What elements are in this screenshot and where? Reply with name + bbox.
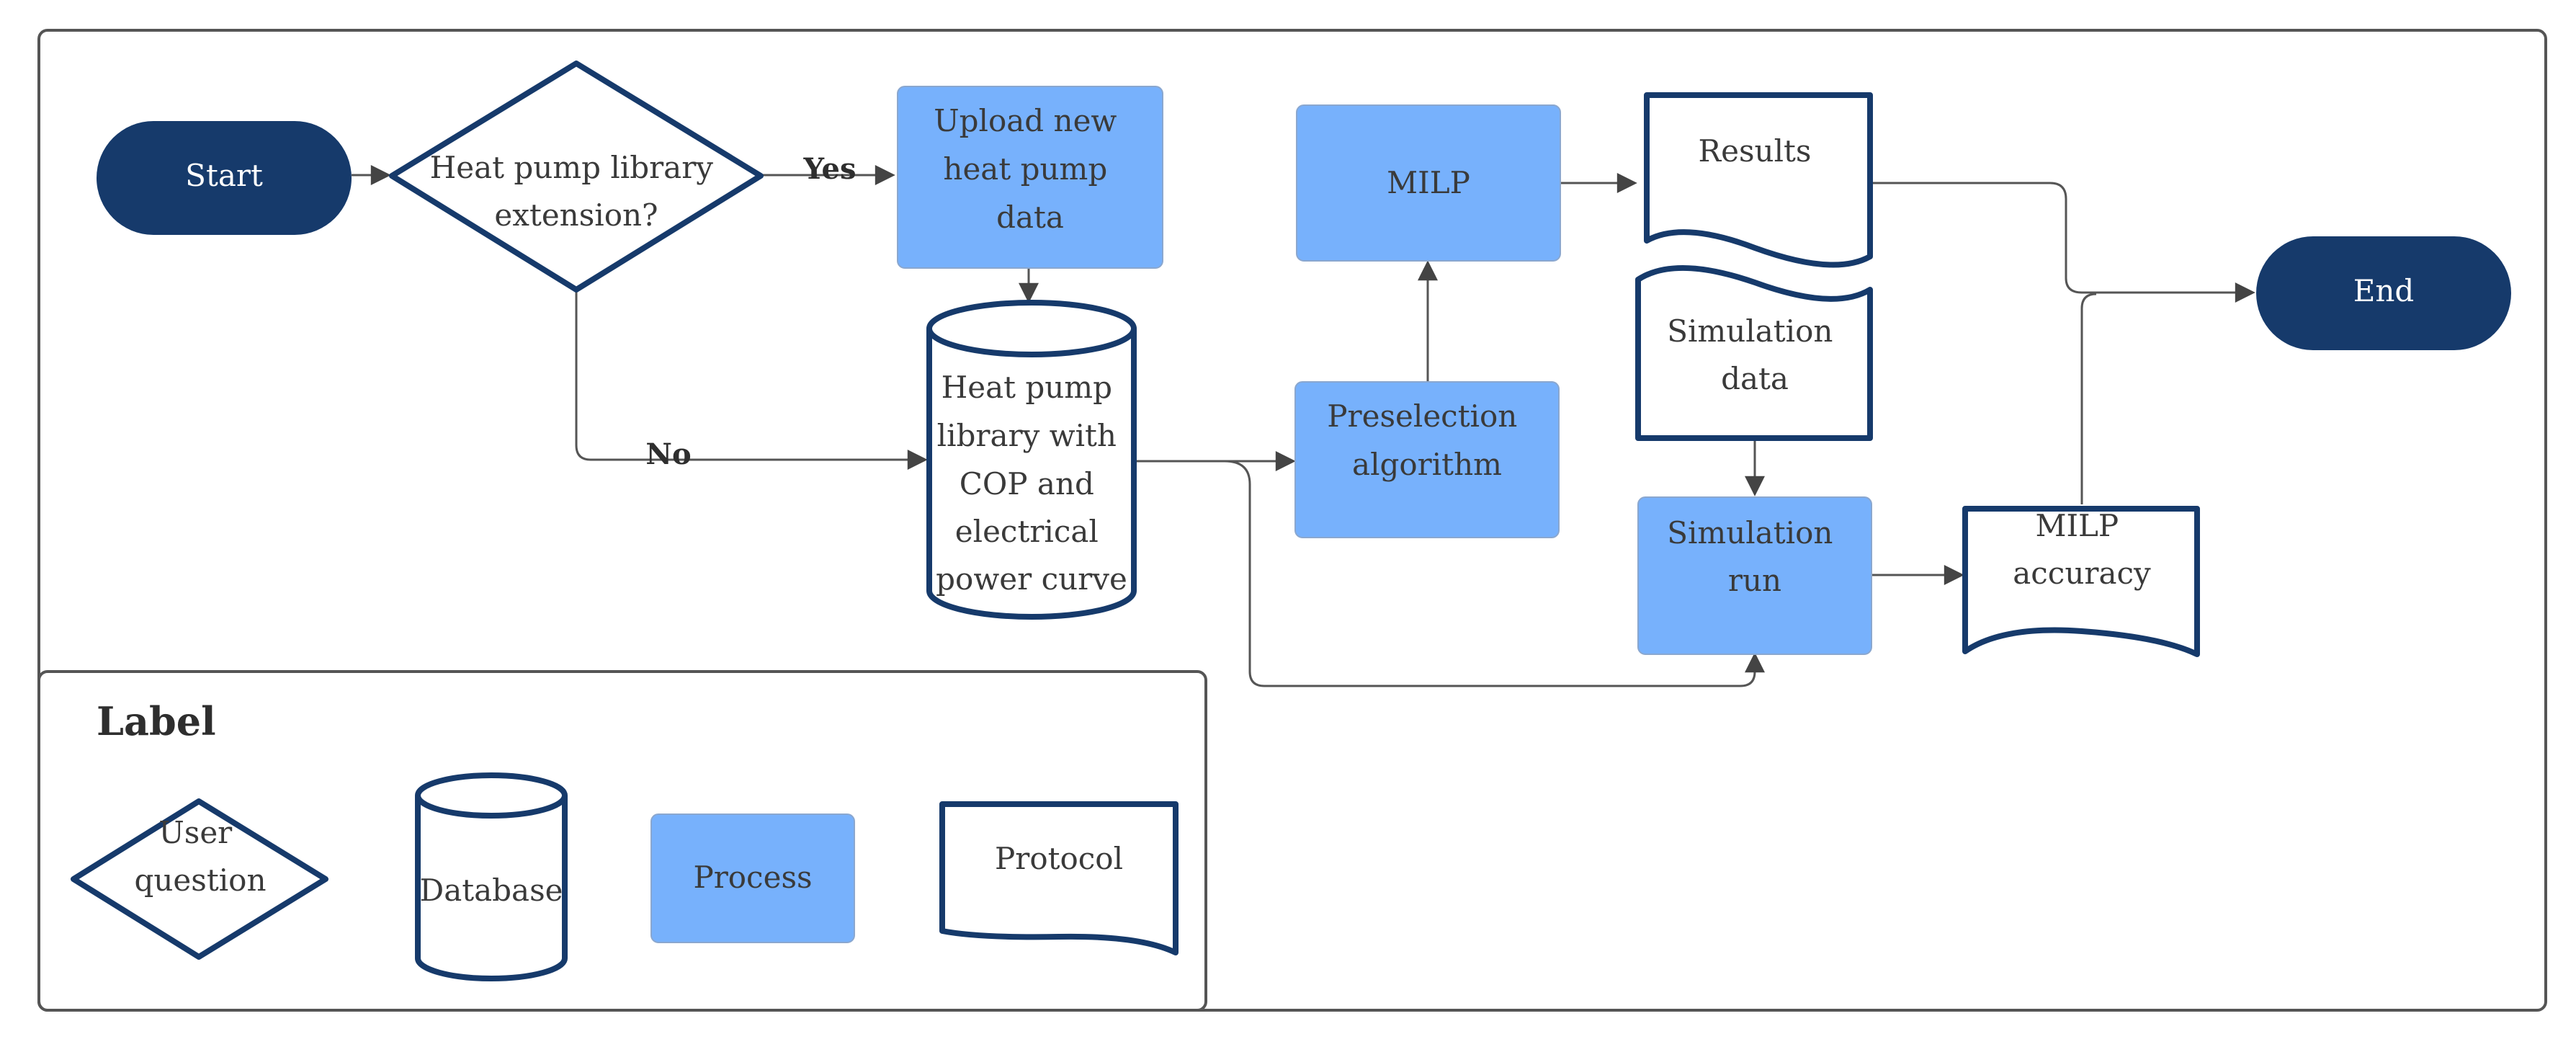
legend-user-question-label: User question xyxy=(135,815,267,898)
legend-process: Process xyxy=(650,813,855,943)
milp-process: MILP xyxy=(1296,104,1561,262)
connector-accuracy-to-end xyxy=(2080,293,2097,504)
simulation-data-label: Simulation data xyxy=(1667,313,1843,396)
milp-accuracy-document: MILP accuracy xyxy=(1962,506,2200,657)
legend-database: Database xyxy=(415,772,568,981)
connector-results-to-end xyxy=(1871,182,2255,303)
no-label: No xyxy=(645,437,691,471)
diagram-frame xyxy=(37,29,2547,1012)
results-label: Results xyxy=(1699,133,1812,169)
legend-frame xyxy=(37,670,1207,1012)
yes-label: Yes xyxy=(802,152,856,186)
end-label: End xyxy=(2353,273,2415,308)
decision-diamond: Heat pump library extension? xyxy=(389,61,764,293)
milp-label: MILP xyxy=(1387,165,1470,200)
decision-label: Heat pump library extension? xyxy=(430,150,723,233)
legend-database-label: Database xyxy=(420,873,563,908)
upload-process: Upload new heat pump data xyxy=(897,86,1163,269)
milp-accuracy-label: MILP accuracy xyxy=(2013,508,2151,591)
end-terminal: End xyxy=(2256,236,2511,350)
library-database: Heat pump library with COP and electrica… xyxy=(926,300,1137,620)
preselection-process: Preselection algorithm xyxy=(1294,381,1560,538)
results-document: Results xyxy=(1644,92,1873,268)
legend-user-question: User question xyxy=(71,798,328,960)
connector-decision-no xyxy=(575,290,928,470)
legend-protocol-label: Protocol xyxy=(995,841,1123,876)
simulation-run-process: Simulation run xyxy=(1637,496,1872,655)
connector-library-to-simulation-run xyxy=(1224,460,1765,687)
upload-label: Upload new heat pump data xyxy=(934,103,1127,235)
library-label: Heat pump library with COP and electrica… xyxy=(936,370,1127,597)
simulation-data-document: Simulation data xyxy=(1635,265,1873,441)
legend-protocol: Protocol xyxy=(939,801,1179,955)
connectors xyxy=(352,165,2255,687)
legend-title: Label xyxy=(97,698,216,744)
simulation-run-label: Simulation run xyxy=(1667,515,1843,598)
start-terminal: Start xyxy=(97,121,352,235)
preselection-label: Preselection algorithm xyxy=(1327,398,1526,482)
legend-process-label: Process xyxy=(693,860,812,895)
start-label: Start xyxy=(185,158,263,193)
